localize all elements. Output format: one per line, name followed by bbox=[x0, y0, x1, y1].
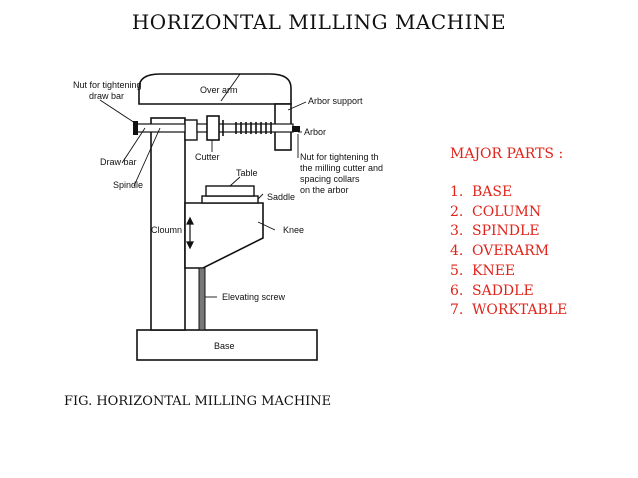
draw-bar-shape bbox=[136, 123, 186, 133]
list-item: 6.SADDLE bbox=[450, 282, 534, 299]
elevating-screw-shape bbox=[198, 267, 206, 331]
list-item: 4.OVERARM bbox=[450, 243, 550, 260]
label-table: Table bbox=[236, 168, 258, 178]
label-nut-cutter-4: on the arbor bbox=[300, 185, 349, 195]
cutter-shape bbox=[206, 115, 220, 141]
list-item: 1.BASE bbox=[450, 184, 513, 200]
label-arbor: Arbor bbox=[304, 127, 326, 137]
overarm-shape bbox=[138, 73, 292, 105]
arbor-nut bbox=[292, 126, 300, 132]
label-nut-cutter-3: spacing collars bbox=[300, 174, 360, 184]
saddle-shape bbox=[201, 195, 259, 204]
page-title: HORIZONTAL MILLING MACHINE bbox=[131, 10, 507, 34]
major-parts-list: MAJOR PARTS : 1.BASE 2.COLUMN 3.SPINDLE … bbox=[450, 146, 567, 321]
list-item: 7.WORKTABLE bbox=[450, 302, 568, 319]
label-nut-drawbar-1: Nut for tightening bbox=[73, 80, 142, 90]
label-overarm: Over arm bbox=[200, 85, 238, 95]
knee-movement-arrow bbox=[186, 216, 194, 250]
label-cutter: Cutter bbox=[195, 152, 220, 162]
list-item: 3.SPINDLE bbox=[450, 223, 540, 240]
label-knee: Knee bbox=[283, 225, 304, 235]
leader-lines bbox=[99, 73, 307, 298]
label-saddle: Saddle bbox=[267, 192, 295, 202]
label-base: Base bbox=[214, 341, 235, 351]
label-elevating-screw: Elevating screw bbox=[222, 292, 286, 302]
label-spindle: Spindle bbox=[113, 180, 143, 190]
label-nut-cutter-2: the milling cutter and bbox=[300, 163, 383, 173]
list-item: 5.KNEE bbox=[450, 262, 516, 279]
base-block bbox=[136, 329, 318, 361]
label-arbor-support: Arbor support bbox=[308, 96, 363, 106]
major-parts-heading: MAJOR PARTS : bbox=[450, 146, 564, 162]
label-nut-cutter-1: Nut for tightening th bbox=[300, 152, 379, 162]
spindle-housing bbox=[184, 119, 198, 141]
list-item: 2.COLUMN bbox=[450, 203, 542, 220]
label-nut-drawbar-2: draw bar bbox=[89, 91, 124, 101]
column-shape bbox=[150, 117, 186, 331]
knee-shape bbox=[184, 202, 264, 269]
label-column: Cloumn bbox=[151, 225, 182, 235]
draw-bar-nut bbox=[133, 121, 138, 135]
label-draw-bar: Draw bar bbox=[100, 157, 137, 167]
table-shape bbox=[205, 185, 255, 197]
figure-caption: FIG. HORIZONTAL MILLING MACHINE bbox=[64, 394, 332, 409]
